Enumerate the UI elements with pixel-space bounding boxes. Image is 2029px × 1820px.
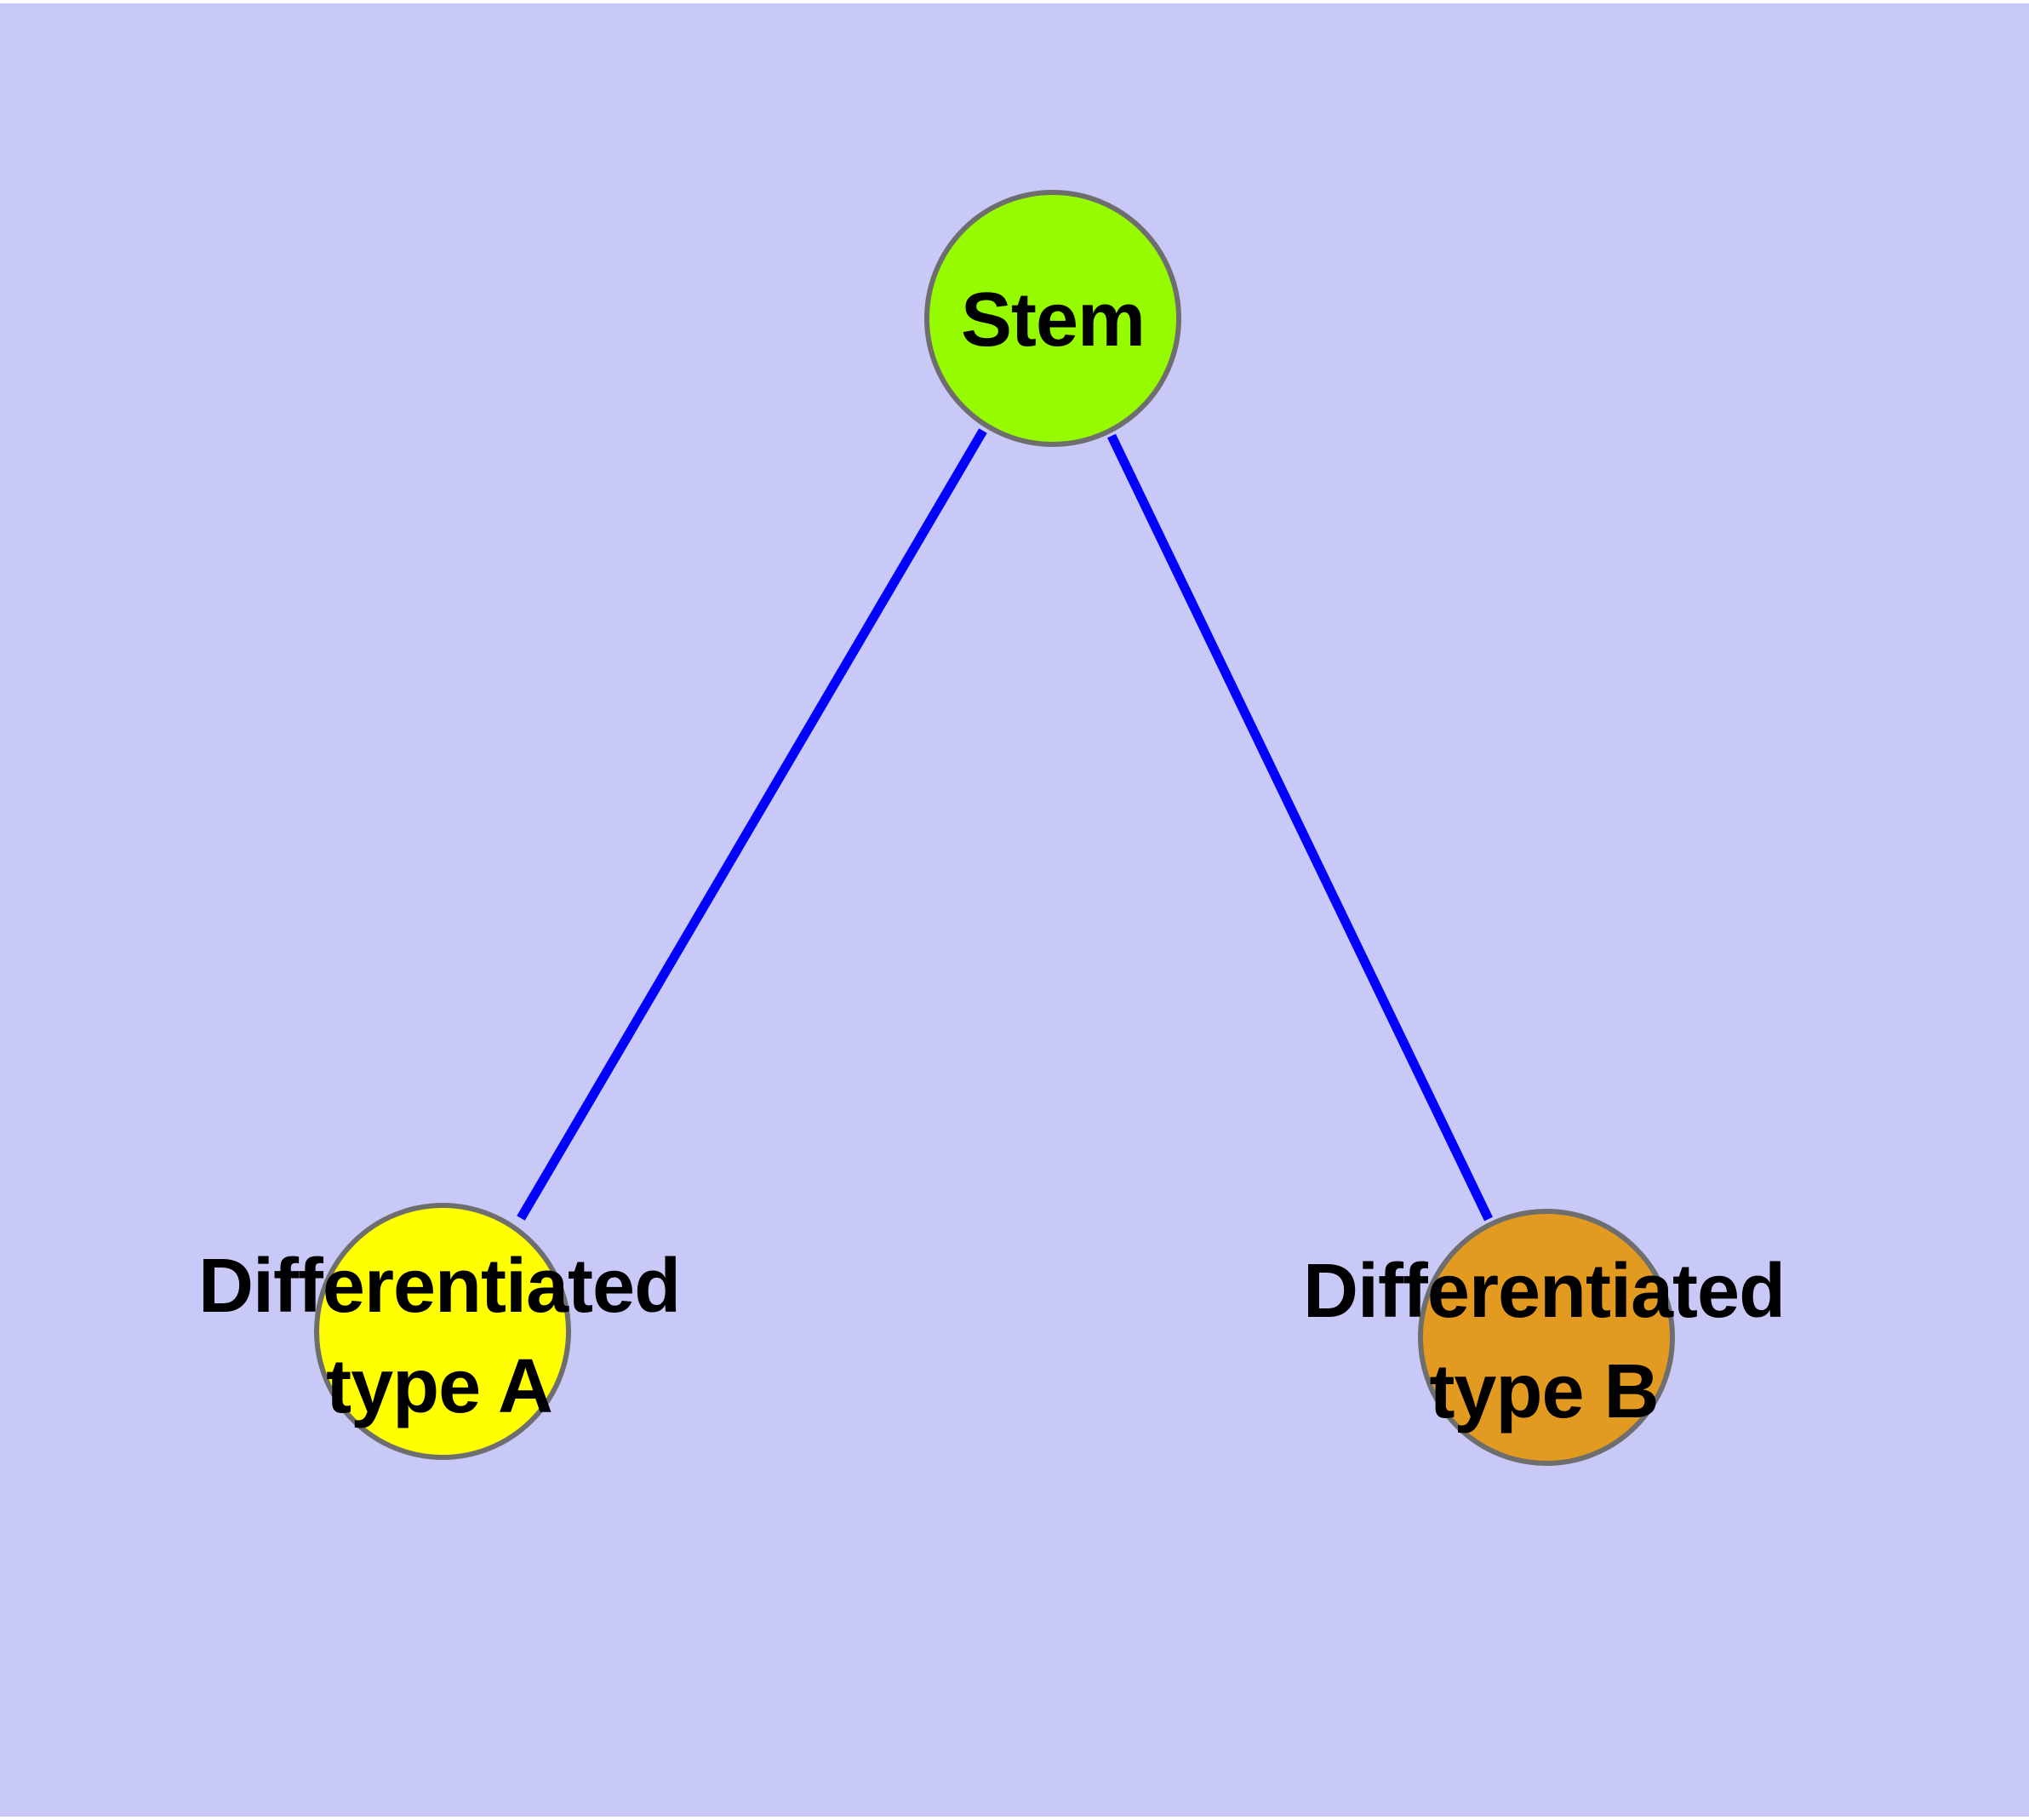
node-type-a-circle	[314, 1203, 571, 1460]
node-stem-circle	[924, 190, 1181, 447]
graph-canvas	[314, 190, 1675, 1466]
node-type-b-label-line1: Differentiated	[1302, 1249, 1786, 1334]
node-stem-label: Stem	[960, 270, 1146, 370]
node-stem-label-line: Stem	[960, 278, 1146, 363]
node-type-b-label: Differentiated type B	[1302, 1241, 1786, 1442]
node-type-a-label-line1: Differentiated	[197, 1244, 681, 1329]
edge-stem-to-type-b	[1107, 433, 1493, 1222]
node-type-a-label-line2: type A	[326, 1344, 553, 1429]
node-type-b-label-line2: type B	[1429, 1349, 1659, 1434]
node-type-b-circle	[1418, 1209, 1675, 1466]
diagram-background: Stem Differentiated type A Differentiate…	[0, 3, 2029, 1817]
node-type-a-label: Differentiated type A	[197, 1236, 681, 1437]
edge-stem-to-type-a	[517, 428, 987, 1221]
